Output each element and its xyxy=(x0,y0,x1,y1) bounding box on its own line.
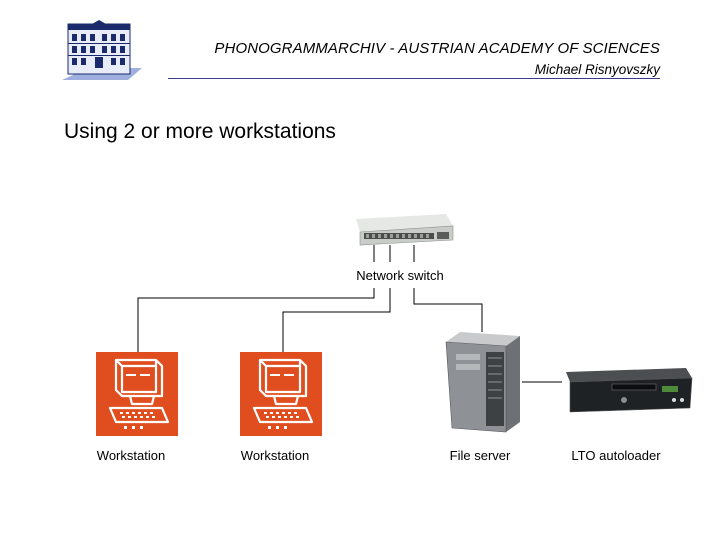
header-author: Michael Risnyovszky xyxy=(534,62,660,77)
workstation-1-label: Workstation xyxy=(96,448,166,463)
header-divider xyxy=(168,78,660,79)
edge-switch-server xyxy=(413,245,483,332)
lto-autoloader-label: LTO autoloader xyxy=(571,448,661,463)
academy-building-logo xyxy=(62,20,142,80)
file-server-label: File server xyxy=(449,448,511,463)
slide-title: Using 2 or more workstations xyxy=(64,120,336,143)
workstation-2-label: Workstation xyxy=(240,448,310,463)
header-title: PHONOGRAMMARCHIV - AUSTRIAN ACADEMY OF S… xyxy=(214,40,660,57)
tape-autoloader-icon xyxy=(566,368,693,413)
network-switch-label: Network switch xyxy=(356,268,444,283)
file-server-icon xyxy=(445,332,520,433)
edge-switch-ws1 xyxy=(137,245,375,352)
workstation-1-icon xyxy=(96,352,178,436)
network-switch-icon xyxy=(356,214,454,246)
edge-switch-ws2 xyxy=(282,245,391,352)
connection-lines xyxy=(137,245,562,383)
workstation-2-icon xyxy=(240,352,322,436)
